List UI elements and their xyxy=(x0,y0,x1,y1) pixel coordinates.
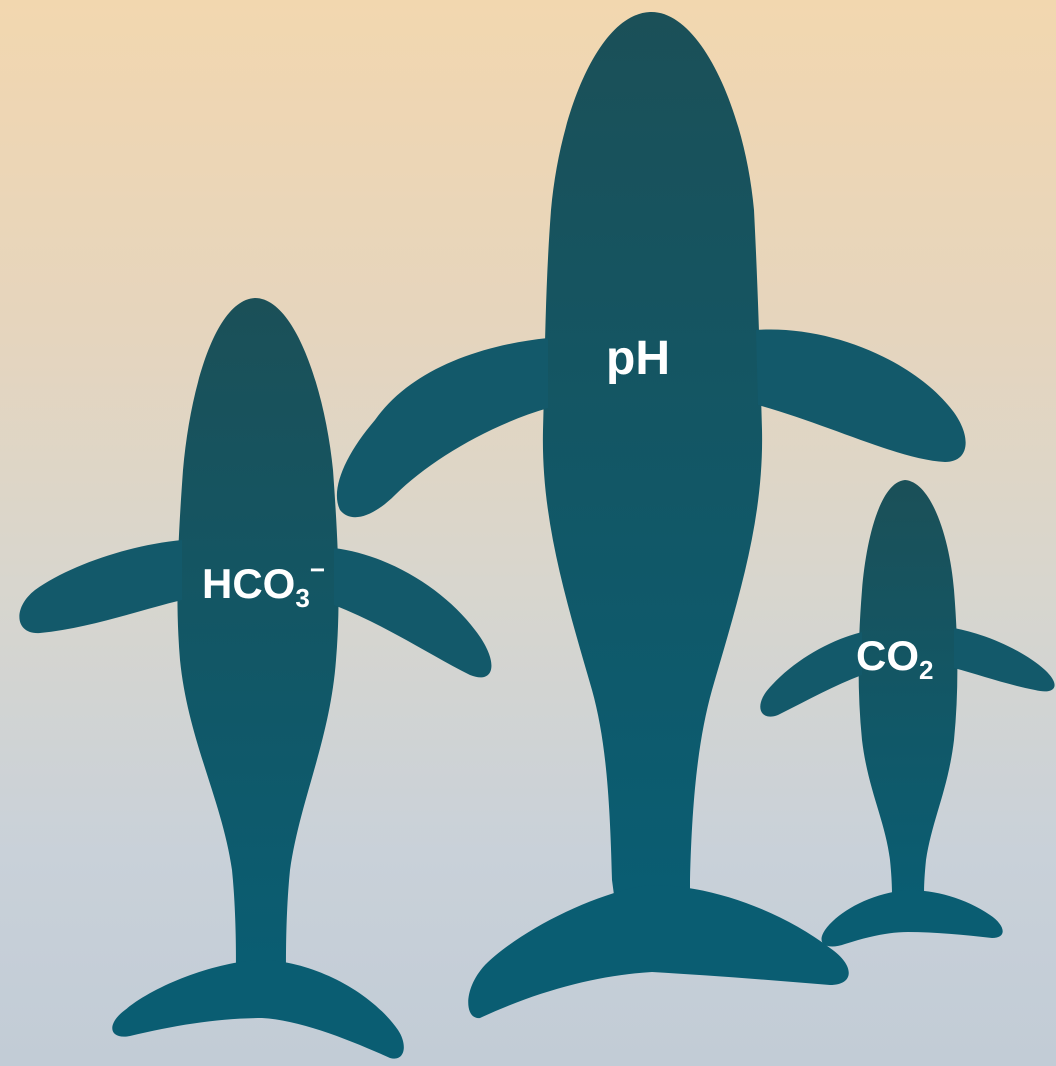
whale-hco3-left-flipper xyxy=(19,540,182,633)
whale-ph-right-flipper xyxy=(756,330,966,462)
label-hco3-base: HCO xyxy=(202,560,295,607)
label-co2: CO2 xyxy=(856,635,933,677)
label-co2-subscript: 2 xyxy=(919,655,933,685)
label-hco3-superscript: − xyxy=(310,554,325,584)
whale-ph-left-flipper xyxy=(337,338,548,517)
whale-co2 xyxy=(760,480,1054,946)
whale-co2-tail xyxy=(822,890,1003,946)
label-ph: pH xyxy=(606,335,670,383)
whale-hco3-body xyxy=(177,298,338,965)
label-hco3-subscript: 3 xyxy=(295,583,309,613)
whale-co2-left-flipper xyxy=(760,632,862,717)
whale-co2-body xyxy=(859,480,958,898)
whale-hco3-right-flipper xyxy=(334,548,491,677)
label-ph-text: pH xyxy=(606,332,670,385)
label-co2-base: CO xyxy=(856,632,919,679)
whale-co2-right-flipper xyxy=(954,628,1055,691)
whale-ph xyxy=(337,12,966,1018)
label-hco3: HCO3− xyxy=(202,563,325,605)
whale-hco3-tail xyxy=(112,960,404,1059)
whale-ph-tail xyxy=(468,885,849,1018)
whale-ph-body xyxy=(543,12,762,895)
